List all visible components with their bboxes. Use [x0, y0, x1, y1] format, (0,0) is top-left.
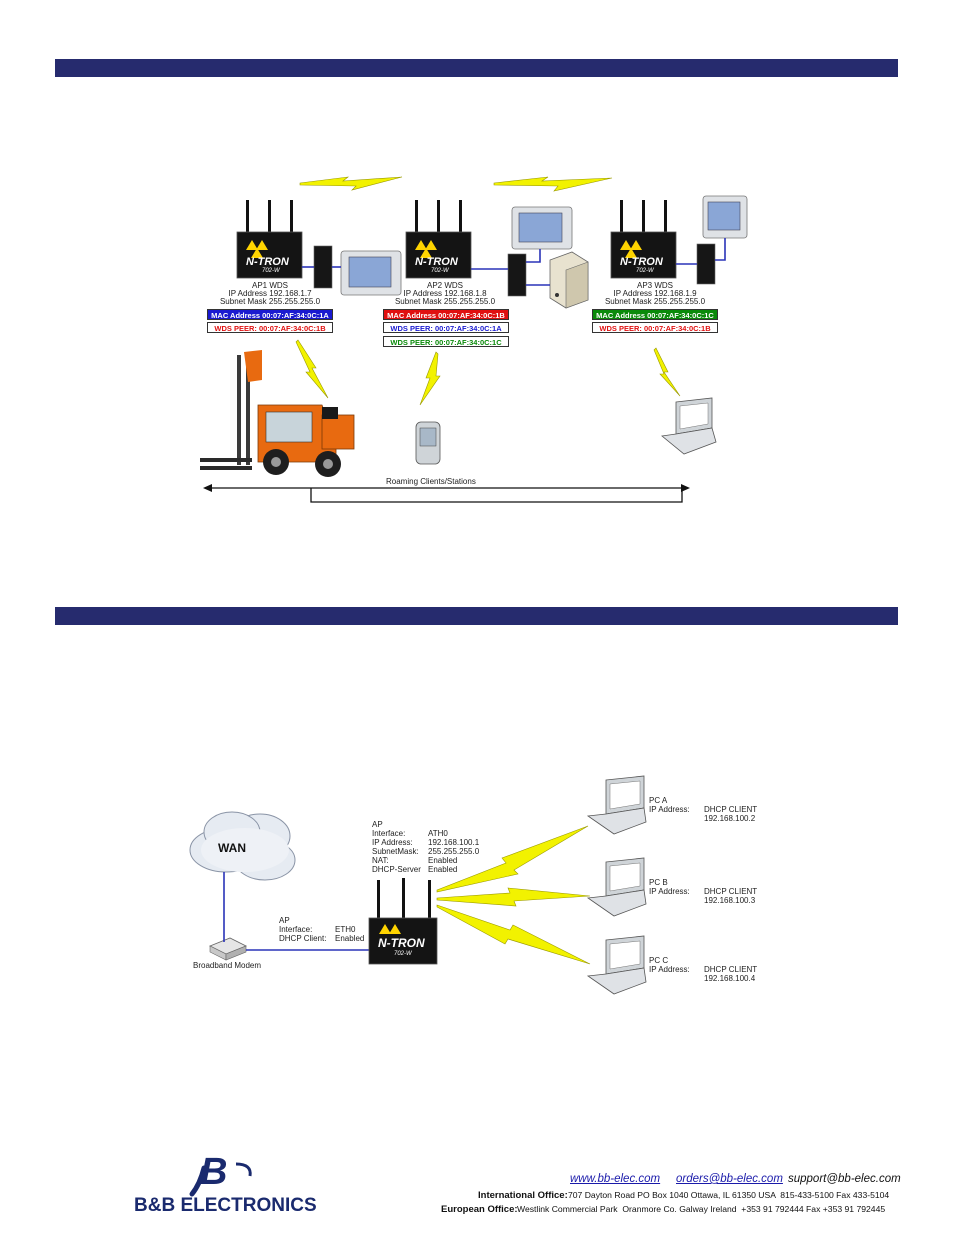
forklift-radio-device-icon [322, 407, 338, 419]
roaming-range-arrow [208, 487, 688, 503]
pc-c-ip-value: 192.168.100.4 [704, 974, 756, 983]
international-office-address: 707 Dayton Road PO Box 1040 Ottawa, IL 6… [568, 1190, 890, 1200]
wireless-link-laptop-icon [653, 347, 681, 397]
pc-a-ip-label: IP Address: [649, 805, 690, 814]
section-header-bar-middle [55, 607, 898, 625]
ap-left-dhcp-key: DHCP Client: [279, 934, 327, 943]
ap1-title: AP1 WDS [251, 281, 288, 290]
roaming-clients-label: Roaming Clients/Stations [386, 477, 476, 486]
forklift-vehicle-icon [200, 350, 355, 477]
ap2-brand-label: N-TRON [415, 256, 458, 268]
pc-b-laptop-icon [586, 857, 647, 917]
international-office-label: International Office: [478, 1190, 568, 1201]
ap2-peer2-badge: WDS PEER: 00:07:AF:34:0C:1C [383, 336, 509, 347]
laptop-client-icon [661, 397, 717, 455]
ap1-brand-label: N-TRON [246, 256, 289, 268]
wireless-link-pc-a-icon [436, 825, 589, 893]
european-office-label: European Office: [441, 1204, 518, 1215]
broadband-modem-label: Broadband Modem [193, 961, 262, 970]
ap3-peer-badge: WDS PEER: 00:07:AF:34:0C:1B [592, 322, 718, 333]
ap2-peer1-badge: WDS PEER: 00:07:AF:34:0C:1A [383, 322, 509, 333]
dhcp-ap-device-icon [368, 878, 438, 965]
section-header-bar-top [55, 59, 898, 77]
ap2-device-icon [405, 200, 472, 279]
ethernet-wiring [302, 238, 726, 286]
hmi-monitor-3-icon [702, 195, 748, 239]
broadband-modem-icon [209, 937, 247, 961]
server-icon [549, 251, 589, 309]
wireless-link-ap1-ap2-icon [299, 176, 403, 191]
ap-top-nat-key: NAT: [372, 856, 389, 865]
pc-b-ip-mode: DHCP CLIENT [704, 887, 758, 896]
ap3-mask: Subnet Mask 255.255.255.0 [604, 297, 706, 306]
pc-b-ip-label: IP Address: [649, 887, 690, 896]
pc-a-ip-value: 192.168.100.2 [704, 814, 756, 823]
ap1-mask: Subnet Mask 255.255.255.0 [219, 297, 321, 306]
ap1-model-label: 702-W [262, 268, 280, 274]
ap3-ip: IP Address 192.168.1.9 [613, 289, 697, 298]
switch-2-icon [507, 253, 527, 297]
website-link[interactable]: www.bb-elec.com [570, 1173, 661, 1185]
pc-a-ip-mode: DHCP CLIENT [704, 805, 758, 814]
ap-top-dhcp-key: DHCP-Server [372, 865, 421, 874]
ap-left-interface-val: ETH0 [335, 925, 356, 934]
pc-c-ip-mode: DHCP CLIENT [704, 965, 758, 974]
ap-left-dhcp-val: Enabled [335, 934, 365, 943]
dhcp-ap-brand-label: N-TRON [378, 936, 425, 950]
european-office-address: Westlink Commercial Park Oranmore Co. Ga… [517, 1204, 886, 1214]
pc-a-name: PC A [649, 796, 668, 805]
ap3-mac-badge: MAC Address 00:07:AF:34:0C:1C [592, 309, 718, 320]
ap2-model-label: 702-W [431, 268, 449, 274]
ap1-peer-badge: WDS PEER: 00:07:AF:34:0C:1B [207, 322, 333, 333]
bb-logo-mark: B [200, 1151, 228, 1193]
ap3-brand-label: N-TRON [620, 256, 663, 268]
wan-cloud-icon [189, 811, 296, 881]
wan-wiring [223, 872, 369, 951]
ap-top-mask-key: SubnetMask: [372, 847, 419, 856]
bb-logo-name: B&B ELECTRONICS [134, 1195, 317, 1216]
ap2-mac-badge: MAC Address 00:07:AF:34:0C:1B [383, 309, 509, 320]
ap1-ip: IP Address 192.168.1.7 [228, 289, 312, 298]
wireless-link-ap2-ap3-icon [493, 176, 613, 192]
ap3-model-label: 702-W [636, 268, 654, 274]
ap-top-mask-val: 255.255.255.0 [428, 847, 480, 856]
ap-top-nat-val: Enabled [428, 856, 458, 865]
support-email: support@bb-elec.com [788, 1173, 901, 1185]
ap-top-interface-val: ATH0 [428, 829, 448, 838]
ap-top-title: AP [372, 820, 383, 829]
hmi-monitor-2-icon [511, 206, 573, 250]
dhcp-ap-model-label: 702-W [394, 951, 412, 957]
ap2-title: AP2 WDS [426, 281, 463, 290]
hmi-monitor-1-icon [340, 250, 402, 296]
ap-top-ip-val: 192.168.100.1 [428, 838, 480, 847]
pc-a-laptop-icon [586, 775, 647, 835]
orders-email-link[interactable]: orders@bb-elec.com [676, 1173, 783, 1185]
ap1-device-icon [236, 200, 303, 279]
wireless-link-forklift-icon [295, 339, 329, 399]
ap1-mac-badge: MAC Address 00:07:AF:34:0C:1A [207, 309, 333, 320]
ap-top-ip-key: IP Address: [372, 838, 413, 847]
pc-c-ip-label: IP Address: [649, 965, 690, 974]
pc-b-ip-value: 192.168.100.3 [704, 896, 756, 905]
ap3-device-icon [610, 200, 677, 279]
switch-3-icon [696, 243, 716, 285]
pc-c-name: PC C [649, 956, 669, 965]
wireless-link-pc-b-icon [436, 887, 591, 907]
wireless-link-pda-icon [419, 351, 441, 406]
ap2-ip: IP Address 192.168.1.8 [403, 289, 487, 298]
pda-client-icon [415, 421, 441, 465]
ap-top-interface-key: Interface: [372, 829, 406, 838]
wan-label: WAN [218, 841, 246, 855]
pc-c-laptop-icon [586, 935, 647, 995]
bb-logo-mark-icon [189, 1162, 252, 1197]
wireless-link-pc-c-icon [436, 904, 591, 965]
ap-top-dhcp-val: Enabled [428, 865, 458, 874]
ap-left-interface-key: Interface: [279, 925, 313, 934]
ap2-mask: Subnet Mask 255.255.255.0 [394, 297, 496, 306]
pc-b-name: PC B [649, 878, 668, 887]
ap3-title: AP3 WDS [636, 281, 673, 290]
ap-left-title: AP [279, 916, 290, 925]
